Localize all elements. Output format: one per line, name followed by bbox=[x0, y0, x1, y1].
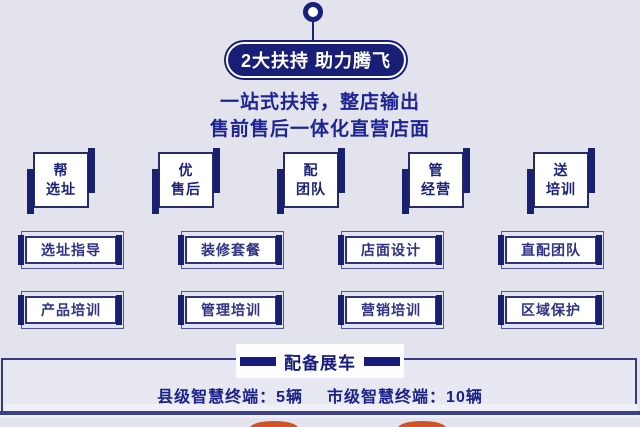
title-dash-left-icon bbox=[240, 356, 276, 366]
light-band-decoration bbox=[0, 415, 640, 418]
tag-site-guidance: 选址指导 bbox=[18, 231, 124, 269]
decor-bar-left bbox=[27, 169, 34, 214]
city-terminal-stat: 市级智慧终端：10辆 bbox=[327, 389, 483, 406]
pillar-box-aftersales: 优 售后 bbox=[152, 148, 220, 214]
decor-bar-right bbox=[436, 235, 442, 265]
red-circle-peek-icon bbox=[250, 421, 298, 427]
pillar-label: 帮 选址 bbox=[35, 154, 87, 206]
section-divider-line bbox=[0, 411, 640, 415]
pillar-label-line1: 帮 bbox=[53, 162, 69, 178]
decor-bar-left bbox=[498, 295, 504, 325]
subtitle-line-1: 一站式扶持，整店输出 bbox=[219, 92, 420, 113]
decor-bar-left bbox=[527, 169, 534, 214]
decor-bar-right bbox=[276, 295, 282, 325]
tag-decoration-package: 装修套餐 bbox=[178, 231, 284, 269]
light-band-decoration bbox=[3, 404, 637, 411]
decor-bar-left bbox=[402, 169, 409, 214]
pillar-box-team: 配 团队 bbox=[277, 148, 345, 214]
decor-bar-left bbox=[498, 235, 504, 265]
pillar-label: 优 售后 bbox=[160, 154, 212, 206]
decor-bar-right bbox=[116, 235, 122, 265]
decor-bar-right bbox=[436, 295, 442, 325]
display-vehicle-title-text: 配备展车 bbox=[284, 353, 356, 373]
tag-region-protection: 区域保护 bbox=[498, 291, 604, 329]
tag-label: 营销培训 bbox=[361, 302, 421, 318]
pillar-label-line2: 售后 bbox=[171, 181, 201, 197]
decor-bar-left bbox=[178, 295, 184, 325]
pillar-label-line1: 配 bbox=[303, 162, 319, 178]
tag-label: 区域保护 bbox=[521, 302, 581, 318]
decor-bar-right bbox=[588, 148, 595, 193]
pillar-label-line2: 选址 bbox=[46, 181, 76, 197]
pillar-label-line1: 优 bbox=[178, 162, 194, 178]
pillar-label-line2: 培训 bbox=[546, 181, 576, 197]
tag-label: 直配团队 bbox=[521, 242, 581, 258]
decor-bar-right bbox=[463, 148, 470, 193]
connector-line bbox=[312, 21, 314, 43]
decor-bar-left bbox=[277, 169, 284, 214]
title-badge: 2大扶持 助力腾飞 bbox=[226, 42, 406, 78]
tag-store-design: 店面设计 bbox=[338, 231, 444, 269]
pillar-label-line2: 经营 bbox=[421, 181, 451, 197]
decor-bar-left bbox=[338, 295, 344, 325]
decor-bar-right bbox=[116, 295, 122, 325]
decor-bar-left bbox=[18, 235, 24, 265]
pillar-label: 配 团队 bbox=[285, 154, 337, 206]
pillar-label: 送 培训 bbox=[535, 154, 587, 206]
decor-bar-right bbox=[596, 295, 602, 325]
tag-label: 选址指导 bbox=[41, 242, 101, 258]
decor-bar-left bbox=[152, 169, 159, 214]
decor-bar-right bbox=[213, 148, 220, 193]
pillar-box-operation: 管 经营 bbox=[402, 148, 470, 214]
pillar-box-training: 送 培训 bbox=[527, 148, 595, 214]
decor-bar-right bbox=[596, 235, 602, 265]
top-circle-node-icon bbox=[303, 2, 323, 22]
decor-bar-left bbox=[338, 235, 344, 265]
decor-bar-right bbox=[276, 235, 282, 265]
tag-team-provision: 直配团队 bbox=[498, 231, 604, 269]
tag-label: 装修套餐 bbox=[201, 242, 261, 258]
display-vehicle-title: 配备展车 bbox=[236, 344, 404, 378]
county-terminal-stat: 县级智慧终端：5辆 bbox=[157, 389, 304, 406]
pillar-label-line1: 送 bbox=[553, 162, 569, 178]
pillar-label: 管 经营 bbox=[410, 154, 462, 206]
tag-label: 店面设计 bbox=[361, 242, 421, 258]
pillar-label-line2: 团队 bbox=[296, 181, 326, 197]
tag-label: 产品培训 bbox=[41, 302, 101, 318]
subtitle: 一站式扶持，整店输出 售前售后一体化直营店面 bbox=[0, 89, 640, 143]
decor-bar-right bbox=[338, 148, 345, 193]
red-circle-peek-icon bbox=[398, 421, 446, 427]
decor-bar-left bbox=[18, 295, 24, 325]
tag-management-training: 管理培训 bbox=[178, 291, 284, 329]
title-badge-text: 2大扶持 助力腾飞 bbox=[240, 51, 391, 71]
pillar-box-site-selection: 帮 选址 bbox=[27, 148, 95, 214]
tag-label: 管理培训 bbox=[201, 302, 261, 318]
pillar-label-line1: 管 bbox=[428, 162, 444, 178]
decor-bar-right bbox=[88, 148, 95, 193]
tag-product-training: 产品培训 bbox=[18, 291, 124, 329]
decor-bar-left bbox=[178, 235, 184, 265]
tag-marketing-training: 营销培训 bbox=[338, 291, 444, 329]
vehicle-stats: 县级智慧终端：5辆 市级智慧终端：10辆 bbox=[0, 383, 640, 407]
subtitle-line-2: 售前售后一体化直营店面 bbox=[209, 119, 430, 140]
title-dash-right-icon bbox=[364, 356, 400, 366]
